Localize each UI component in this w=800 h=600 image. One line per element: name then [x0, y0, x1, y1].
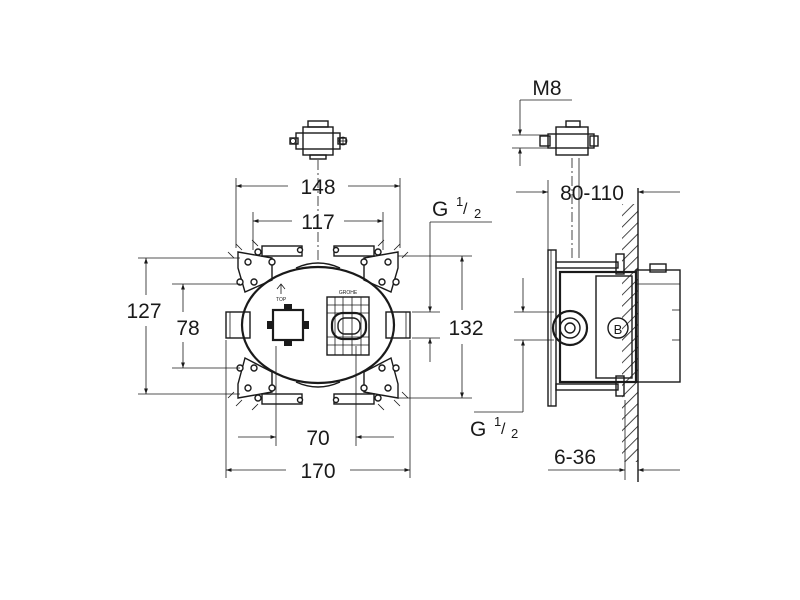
wall-section [622, 188, 639, 482]
valve-body [240, 265, 396, 385]
dim-80-110-label: 80-110 [560, 182, 624, 205]
dimension-m8: M8 [512, 77, 572, 166]
side-inlets [225, 311, 411, 339]
dimension-170: 170 [225, 340, 411, 483]
label-b-text: B [614, 322, 623, 337]
thread-top-num: 1 [456, 194, 463, 209]
dim-m8-label: M8 [532, 77, 561, 100]
thread-top-den: 2 [474, 206, 481, 221]
svg-text:TOP: TOP [276, 297, 287, 303]
dim-127-label: 127 [126, 300, 161, 323]
dimension-6-36: 6-36 [548, 446, 680, 472]
diverter-grid: GROHE [326, 290, 370, 356]
side-mounting-plate [547, 249, 625, 407]
dim-70-label: 70 [306, 427, 329, 450]
side-outlet-port [551, 309, 589, 347]
dim-148-label: 148 [300, 176, 335, 199]
svg-text:/: / [501, 421, 506, 438]
dim-6-36-label: 6-36 [554, 446, 596, 469]
svg-text:/: / [463, 201, 468, 218]
dim-132-label: 132 [448, 317, 483, 340]
dimension-78: 78 [172, 283, 240, 369]
thread-bottom-base: G [470, 418, 486, 441]
dim-170-label: 170 [300, 460, 335, 483]
thread-bottom: G 1 / 2 [470, 278, 554, 441]
dim-117-label: 117 [301, 211, 334, 234]
dimension-127: 127 [126, 257, 240, 395]
thread-top-base: G [432, 198, 448, 221]
dim-78-label: 78 [176, 317, 199, 340]
label-b-badge: B [607, 317, 629, 339]
top-valve [289, 120, 348, 262]
dimension-70: 70 [238, 346, 394, 450]
thread-bottom-num: 1 [494, 414, 501, 429]
dimension-132: 132 [398, 255, 484, 399]
control-cross: TOP [267, 283, 309, 346]
dimension-80-110: 80-110 [516, 180, 680, 250]
mounting-holes [236, 246, 400, 404]
thread-top: G 1 / 2 [412, 194, 492, 362]
side-view: M8 80-110 [470, 77, 681, 482]
thread-bottom-den: 2 [511, 426, 518, 441]
dimension-117: 117 [252, 211, 384, 250]
dimension-148: 148 [235, 176, 401, 248]
side-top-valve [539, 120, 599, 258]
mounting-frame [227, 239, 409, 411]
front-view: TOP GROHE 148 [126, 120, 492, 483]
brand-mark: GROHE [339, 290, 358, 296]
